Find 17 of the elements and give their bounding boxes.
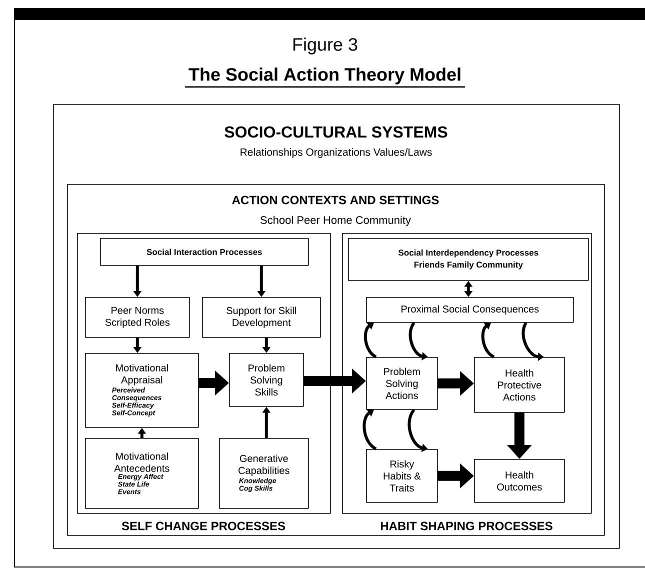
- process-box: Social Interdependency Processes Friends Family Community: [348, 238, 589, 281]
- arrow: [362, 410, 377, 450]
- node-label: HABIT SHAPING PROCESSES: [380, 522, 552, 530]
- process-box: Proximal Social Consequences: [366, 297, 574, 323]
- process-box: Support for Skill Development: [202, 297, 321, 338]
- title: The Social Action Theory Model: [188, 68, 460, 84]
- figure-number: Figure 3: [293, 38, 358, 54]
- process-box: Health Outcomes: [474, 459, 565, 503]
- arrow: [481, 322, 495, 358]
- process-box: Problem Solving Actions: [366, 357, 438, 410]
- process-box: Risky Habits & Traits: [366, 449, 438, 503]
- arrow: [364, 322, 377, 358]
- process-box: Social Interaction Processes: [100, 238, 309, 266]
- process-box: Problem Solving Skills: [229, 353, 304, 407]
- process-box: Peer Norms Scripted Roles: [85, 297, 190, 338]
- process-box: Health Protective Actions: [474, 357, 565, 413]
- node-label: SELF CHANGE PROCESSES: [122, 522, 286, 530]
